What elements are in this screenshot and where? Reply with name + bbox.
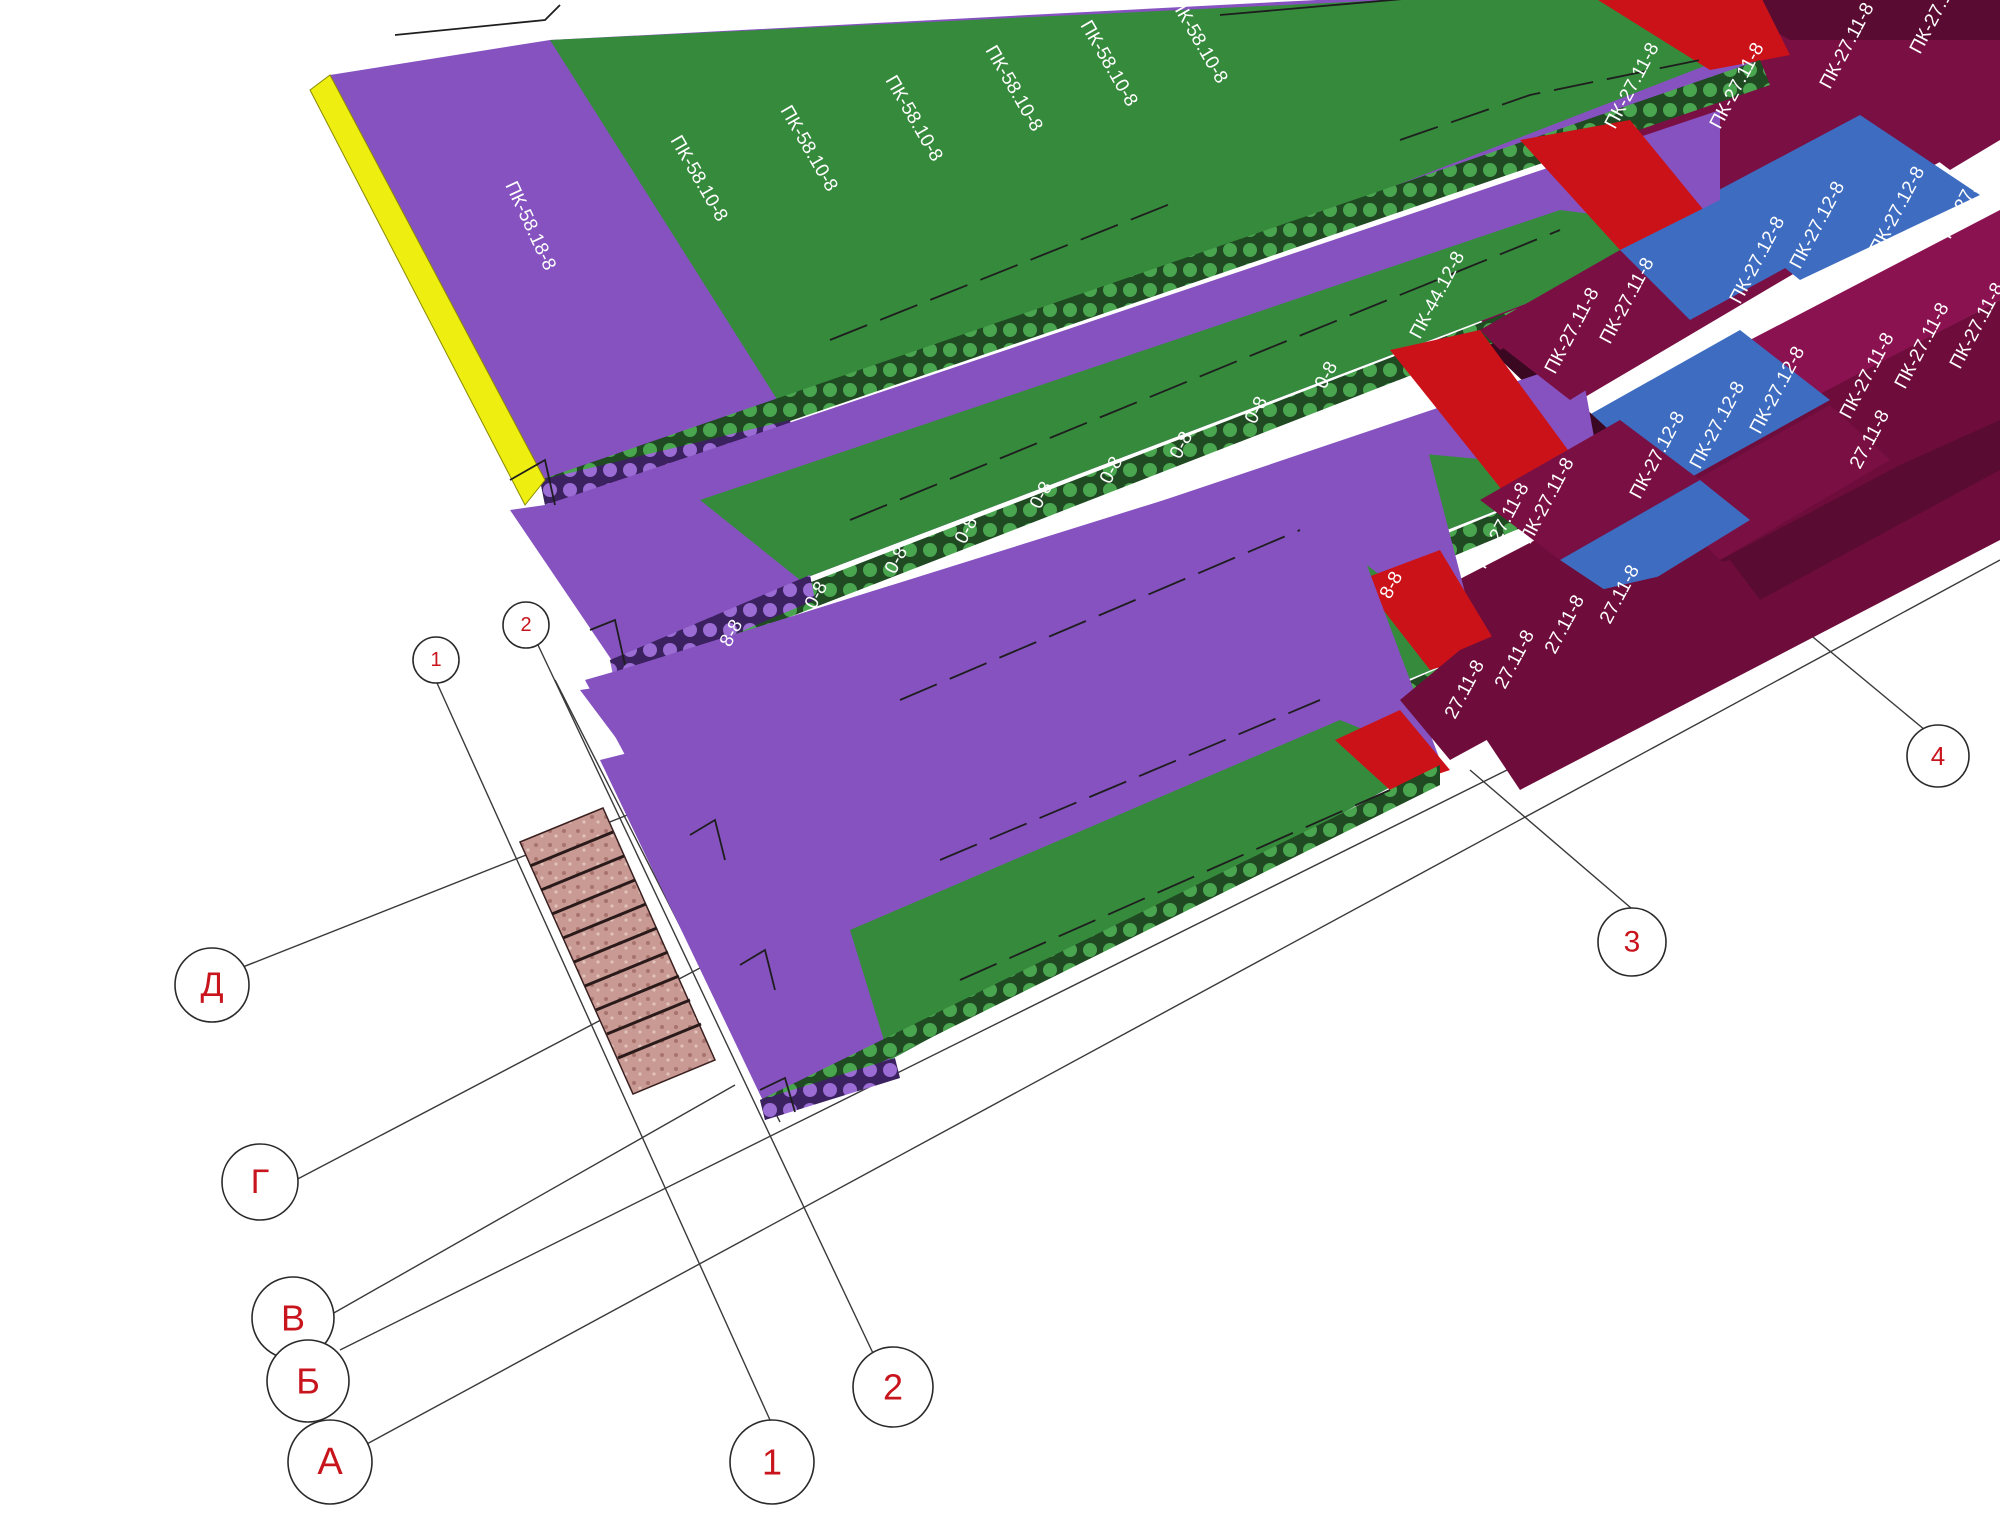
- axis-line-a: [364, 559, 2000, 1446]
- red-slab-top: [1598, 0, 1790, 70]
- axis-bubble-2-top-label: 2: [520, 614, 531, 636]
- axis-line-1: [436, 682, 771, 1421]
- axis-line-2: [537, 644, 881, 1369]
- axis-bubble-g-label: Г: [251, 1163, 269, 1201]
- axis-bubble-b: Б: [266, 1339, 350, 1423]
- slab-layer-1: [309, 0, 1790, 506]
- axis-line-3: [1469, 769, 1646, 921]
- axis-bubble-2: 2: [852, 1346, 934, 1428]
- hollow-core-edge-1: [540, 60, 1770, 505]
- axis-bubble-4: 4: [1906, 724, 1970, 788]
- axis-bubbles: Д Г В Б А 1 2 3: [174, 601, 1970, 1505]
- axis-bubble-2-top: 2: [502, 601, 550, 649]
- axis-bubble-d-label: Д: [200, 966, 223, 1004]
- hollow-core-edge-5: [760, 765, 1440, 1120]
- axis-bubble-a-label: А: [317, 1441, 343, 1483]
- axis-bubble-1-top: 1: [412, 636, 460, 684]
- green-slab-top: [550, 0, 1720, 420]
- axis-bubble-v: В: [251, 1276, 335, 1360]
- axis-bubble-g: Г: [221, 1143, 299, 1221]
- axis-line-v: [324, 1084, 736, 1319]
- axis-bubble-3-label: 3: [1624, 926, 1641, 959]
- axis-bubble-1-top-label: 1: [430, 649, 441, 671]
- axis-bubble-1: 1: [729, 1419, 815, 1505]
- axis-bubble-1-label: 1: [762, 1442, 782, 1483]
- yellow-edge-slab: [309, 74, 546, 506]
- dimension-marks: [394, 0, 1701, 1113]
- axis-bubble-v-label: В: [281, 1298, 305, 1339]
- axis-bubble-a: А: [287, 1419, 373, 1505]
- axis-bubble-2-label: 2: [883, 1367, 903, 1408]
- slab-layer-5: [600, 520, 1760, 1120]
- axis-bubble-d: Д: [174, 947, 250, 1023]
- axis-bubble-b-label: Б: [296, 1361, 320, 1402]
- axis-bubble-4-label: 4: [1931, 741, 1945, 771]
- axis-bubble-3: 3: [1597, 907, 1667, 977]
- staircase: [518, 807, 716, 1095]
